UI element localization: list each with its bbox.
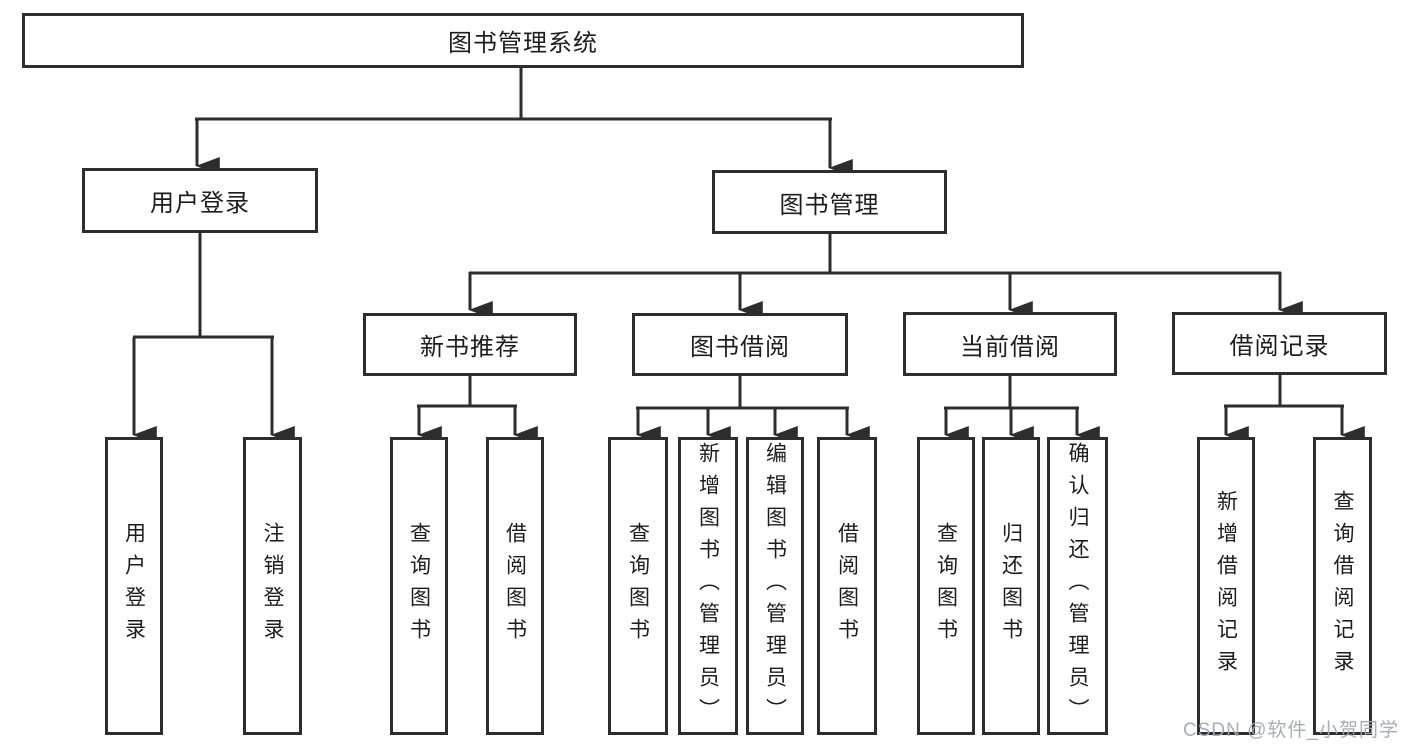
leaf-query-borrow-record-label: 查询借阅记录: [1331, 490, 1354, 682]
leaf-edit-book-admin-label: 编辑图书（管理员）: [763, 442, 787, 730]
leaf-query-books-borrow: 查询图书: [608, 437, 668, 735]
connector-book-borrow-split: [636, 376, 849, 410]
leaf-logout: 注销登录: [243, 437, 302, 735]
connector-current-borrow-split: [944, 376, 1079, 410]
leaf-logout-label: 注销登录: [261, 522, 284, 650]
node-user-login: 用户登录: [82, 168, 318, 233]
leaf-query-books-recommend-label: 查询图书: [407, 522, 431, 650]
leaf-return-book-label: 归还图书: [999, 522, 1023, 650]
node-new-book-recommend: 新书推荐: [363, 313, 577, 376]
connector-user-login-split: [133, 233, 274, 339]
leaf-query-books-current: 查询图书: [917, 437, 975, 735]
leaf-borrow-books-2-label: 借阅图书: [835, 522, 859, 650]
leaf-borrow-books-recommend-label: 借阅图书: [503, 522, 527, 650]
leaf-confirm-return-admin-label: 确认归还（管理员）: [1066, 442, 1089, 730]
leaf-return-book: 归还图书: [982, 437, 1040, 735]
leaf-edit-book-admin: 编辑图书（管理员）: [746, 437, 804, 735]
leaf-borrow-books-recommend: 借阅图书: [486, 437, 544, 735]
leaf-add-borrow-record-label: 新增借阅记录: [1214, 490, 1238, 682]
connector-borrow-records-split: [1224, 375, 1344, 408]
leaf-user-login-label: 用户登录: [122, 522, 146, 650]
leaf-borrow-books-2: 借阅图书: [817, 437, 877, 735]
node-current-borrow: 当前借阅: [903, 312, 1117, 376]
leaf-query-books-recommend: 查询图书: [390, 437, 448, 735]
connector-new-book-split: [417, 376, 517, 408]
leaf-query-books-borrow-label: 查询图书: [626, 522, 650, 650]
leaf-add-borrow-record: 新增借阅记录: [1197, 437, 1255, 735]
leaf-add-book-admin-label: 新增图书（管理员）: [696, 442, 720, 730]
leaf-user-login: 用户登录: [105, 437, 163, 735]
connector-book-management-split: [469, 234, 1281, 275]
node-borrow-records: 借阅记录: [1172, 312, 1387, 375]
node-book-management: 图书管理: [712, 170, 947, 234]
watermark-text: CSDN @软件_小贺同学: [1183, 720, 1399, 741]
leaf-query-borrow-record: 查询借阅记录: [1313, 437, 1372, 735]
node-book-borrow: 图书借阅: [632, 313, 848, 376]
connector-root-split: [195, 68, 832, 121]
leaf-confirm-return-admin: 确认归还（管理员）: [1047, 437, 1108, 735]
leaf-query-books-current-label: 查询图书: [934, 522, 958, 650]
leaf-add-book-admin: 新增图书（管理员）: [678, 437, 738, 735]
node-root: 图书管理系统: [22, 13, 1024, 68]
